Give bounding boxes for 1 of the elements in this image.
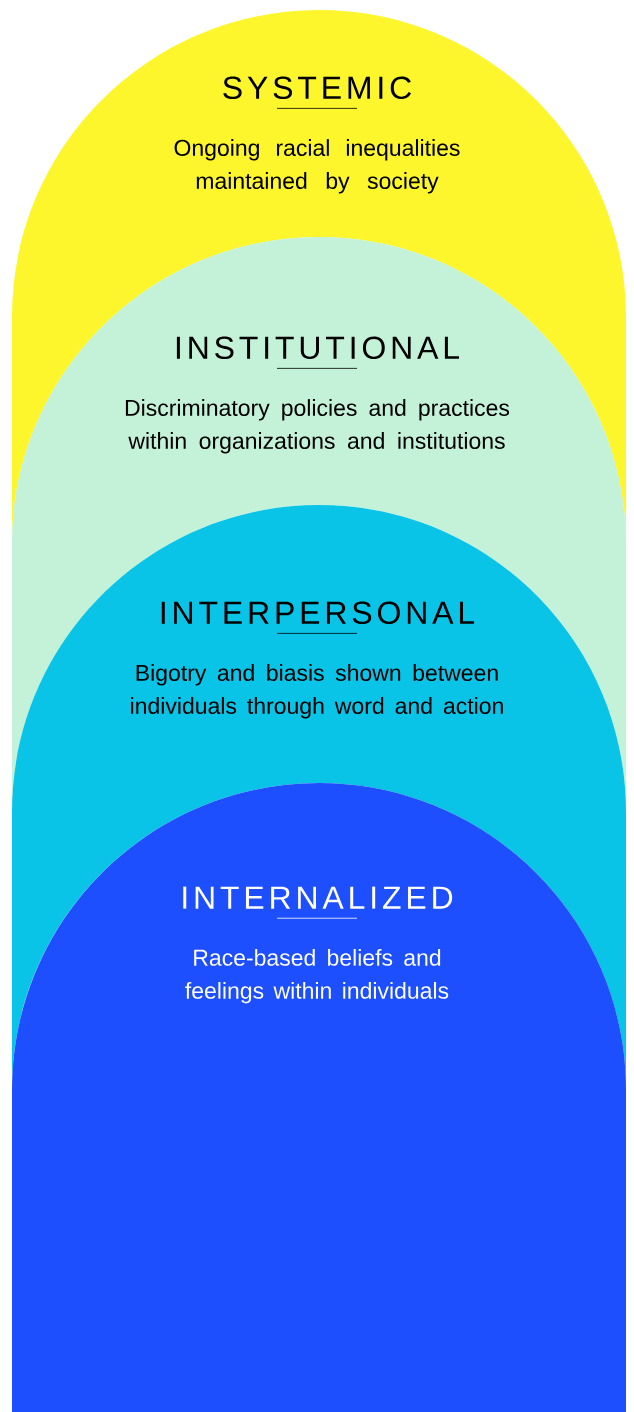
arch-band: INTERNALIZED Race-based beliefs and feelings within individuals [12,783,626,1412]
